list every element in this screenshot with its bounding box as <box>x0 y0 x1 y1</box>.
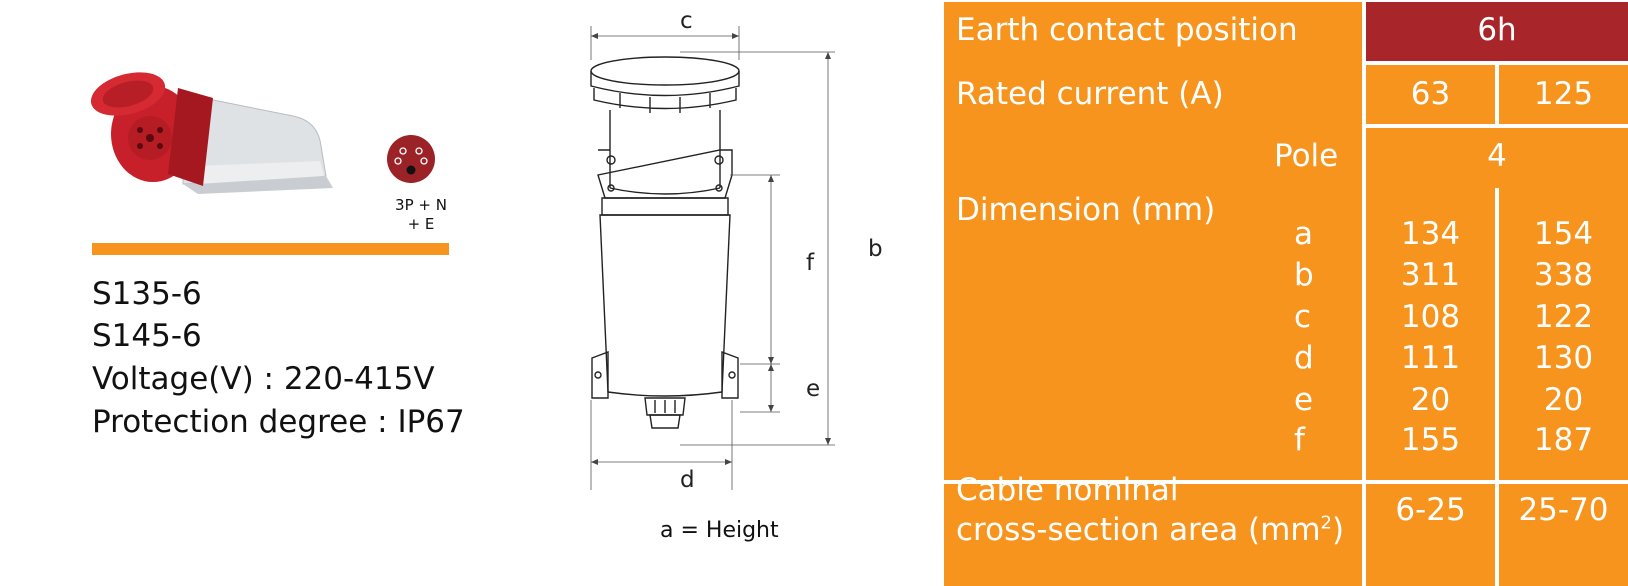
dim-key-b: b <box>1294 257 1314 293</box>
product-photo <box>90 72 333 194</box>
dim-label-c: c <box>680 8 693 34</box>
dim-f-125: 187 <box>1533 422 1594 458</box>
cable-label-line1: Cable nominal <box>956 472 1179 508</box>
dim-c-125: 122 <box>1533 299 1594 335</box>
cable-value-63: 6-25 <box>1395 492 1466 528</box>
dim-b-125: 338 <box>1533 257 1594 293</box>
pole-value: 4 <box>1487 138 1507 174</box>
dim-key-c: c <box>1294 299 1312 335</box>
dimension-label: Dimension (mm) <box>956 192 1216 228</box>
pin-layout-icon <box>387 135 435 183</box>
dim-d-125: 130 <box>1533 340 1594 376</box>
rated-current-125: 125 <box>1533 76 1594 112</box>
spec-table: Earth contact position 6h Rated current … <box>944 2 1628 586</box>
dim-label-d: d <box>680 467 695 493</box>
dim-a-63: 134 <box>1400 216 1461 252</box>
dim-a-125: 154 <box>1533 216 1594 252</box>
dim-e-63: 20 <box>1410 382 1451 418</box>
earth-contact-label: Earth contact position <box>956 12 1298 48</box>
dim-label-f: f <box>806 250 815 276</box>
orange-divider <box>92 243 449 255</box>
dim-key-a: a <box>1294 216 1313 252</box>
dim-c-63: 108 <box>1400 299 1461 335</box>
dim-key-d: d <box>1294 340 1314 376</box>
height-note: a = Height <box>660 518 779 543</box>
earth-value-bg <box>1366 2 1628 61</box>
rated-current-label: Rated current (A) <box>956 76 1224 112</box>
pin-config-label-1: 3P + N <box>395 196 447 214</box>
protection-spec: Protection degree : IP67 <box>92 404 465 440</box>
voltage-spec: Voltage(V) : 220-415V <box>92 361 435 397</box>
cable-value-125: 25-70 <box>1518 492 1609 528</box>
earth-contact-value: 6h <box>1477 12 1517 48</box>
pin-config-label-2: + E <box>407 215 435 233</box>
dim-key-f: f <box>1294 422 1305 458</box>
dim-label-e: e <box>806 376 821 402</box>
model-1: S135-6 <box>92 276 202 312</box>
dim-d-63: 111 <box>1400 340 1461 376</box>
dim-key-e: e <box>1294 382 1314 418</box>
rated-current-63: 63 <box>1410 76 1451 112</box>
pole-label: Pole <box>1274 138 1339 174</box>
model-2: S145-6 <box>92 318 202 354</box>
dimension-drawing <box>590 26 835 490</box>
dim-f-63: 155 <box>1400 422 1461 458</box>
dim-label-b: b <box>868 236 883 262</box>
cable-label-line2: cross-section area (mm2) <box>956 512 1345 548</box>
dim-b-63: 311 <box>1400 257 1461 293</box>
dim-e-125: 20 <box>1543 382 1584 418</box>
